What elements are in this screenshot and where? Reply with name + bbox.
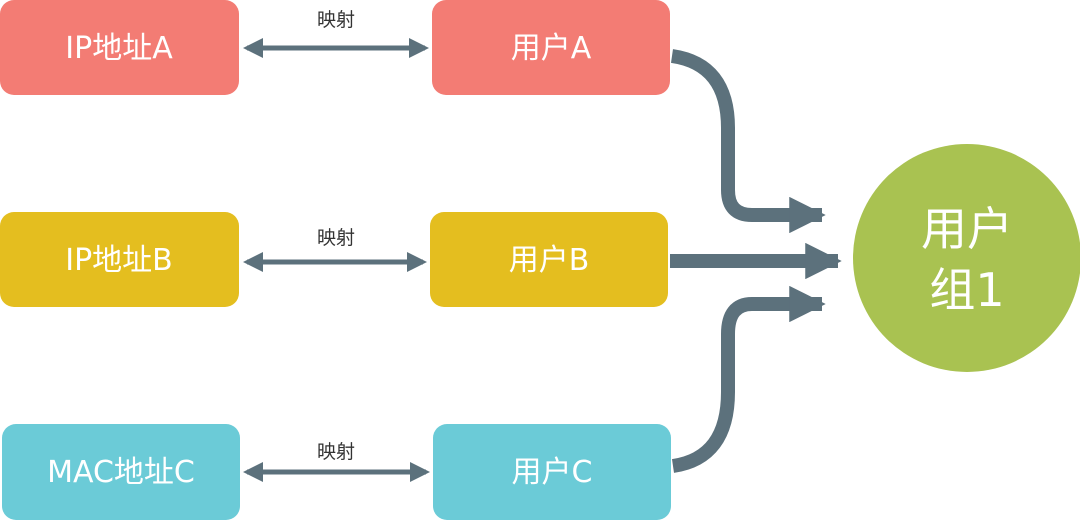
source-label-ip-a: IP地址A	[65, 31, 173, 66]
user-label-b: 用户B	[509, 243, 590, 278]
source-box-ip-a	[0, 0, 239, 95]
user-label-a: 用户A	[511, 31, 592, 66]
source-box-ip-b	[0, 212, 239, 307]
mapping-label-b: 映射	[317, 227, 355, 249]
user-box-b	[430, 212, 668, 307]
source-box-mac-c	[2, 424, 240, 520]
user-box-a	[432, 0, 670, 95]
user-group-label-line1: 用户	[921, 202, 1013, 256]
user-group-label-line2: 组1	[929, 263, 1004, 317]
flow-arrow-c-to-group	[671, 285, 826, 473]
flow-arrow-a-to-group	[670, 49, 826, 234]
mapping-label-c: 映射	[317, 441, 355, 463]
user-box-c	[433, 424, 671, 520]
source-label-ip-b: IP地址B	[65, 243, 173, 278]
user-group-circle	[853, 144, 1080, 372]
mapping-label-a: 映射	[317, 9, 355, 31]
user-label-c: 用户C	[512, 455, 593, 490]
source-label-mac-c: MAC地址C	[47, 455, 195, 490]
